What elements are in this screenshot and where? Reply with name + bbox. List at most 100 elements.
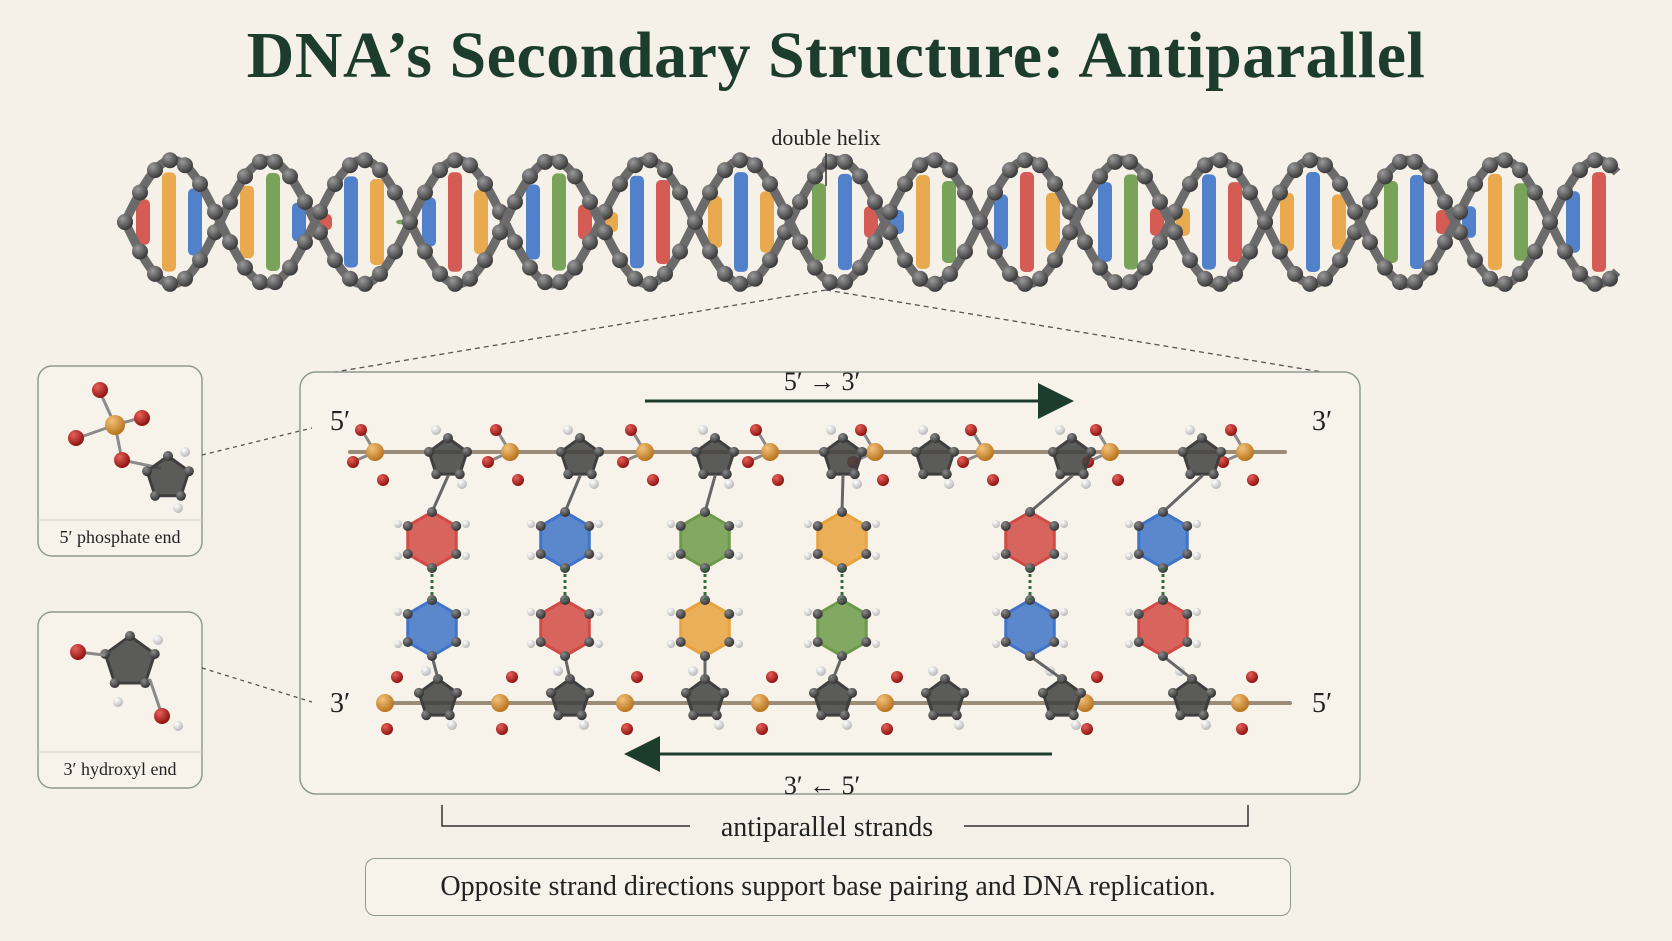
- ring-atom: [1055, 469, 1066, 480]
- helix-backbone-atom: [822, 274, 838, 291]
- helix-backbone-atom: [1227, 265, 1243, 282]
- ring-atom: [402, 549, 413, 559]
- ring-atom: [838, 433, 848, 443]
- summary-caption: Opposite strand directions support base …: [365, 858, 1291, 916]
- helix-base-pair: [1384, 181, 1398, 263]
- hydrogen-atom: [1125, 520, 1133, 528]
- hydrogen-atom: [714, 720, 724, 730]
- hydrogen-atom: [735, 640, 743, 648]
- helix-backbone-atom: [1302, 152, 1318, 169]
- helix-backbone-atom: [1587, 152, 1603, 169]
- hydrogen-atom: [667, 552, 675, 560]
- helix-backbone-atom: [252, 274, 268, 291]
- helix-backbone-atom: [1467, 175, 1483, 192]
- helix-backbone-atom: [417, 243, 433, 260]
- helix-base-pair: [1514, 183, 1528, 261]
- helix-backbone-atom: [837, 153, 853, 170]
- helix-backbone-atom: [1512, 162, 1528, 179]
- ring-atom: [1067, 433, 1077, 443]
- oxygen-atom: [891, 671, 903, 683]
- helix-base-pair: [344, 176, 358, 268]
- ring-atom: [951, 710, 962, 721]
- helix-base-pair: [1488, 173, 1502, 271]
- ring-atom: [1198, 710, 1209, 721]
- helix-backbone-atom: [1362, 193, 1378, 210]
- bottom-base-green: [816, 598, 868, 658]
- helix-backbone-atom: [567, 259, 583, 276]
- helix-base-pair: [1098, 182, 1112, 262]
- helix-backbone-atom: [522, 168, 538, 185]
- oxygen-atom: [355, 424, 367, 436]
- hydrogen-atom: [1185, 425, 1195, 435]
- helix-backbone-atom: [927, 275, 943, 292]
- ring-atom: [150, 490, 161, 501]
- helix-base-pair: [734, 172, 748, 272]
- hydrogen-atom: [589, 479, 599, 489]
- helix-backbone-atom: [1482, 157, 1498, 174]
- helix-backbone-atom: [477, 252, 493, 269]
- helix-backbone-atom: [1242, 243, 1258, 260]
- hydrogen-atom: [1125, 552, 1133, 560]
- helix-base-pair: [916, 175, 930, 269]
- ring-atom: [719, 687, 730, 698]
- helix-backbone-atom: [507, 193, 523, 210]
- helix-base-pair: [1280, 192, 1294, 252]
- helix-backbone-atom: [687, 214, 703, 230]
- ring-atom: [142, 466, 153, 477]
- ring-atom: [812, 549, 823, 559]
- hydrogen-atom: [872, 520, 880, 528]
- helix-backbone-atom: [1077, 234, 1093, 251]
- phosphate-atom: [501, 443, 519, 461]
- helix-backbone-atom: [582, 193, 598, 210]
- ring-atom: [163, 451, 173, 461]
- helix-backbone-atom: [1002, 162, 1018, 179]
- oxygen-atom: [756, 723, 768, 735]
- ring-atom: [700, 507, 710, 517]
- ring-atom: [584, 521, 595, 531]
- helix-backbone-atom: [537, 274, 553, 291]
- helix-base-pair: [448, 172, 462, 272]
- helix-backbone-atom: [762, 252, 778, 269]
- helix-backbone-atom: [312, 203, 328, 220]
- ring-atom: [535, 637, 546, 647]
- helix-backbone-atom: [1017, 152, 1033, 169]
- oxygen-atom: [742, 456, 754, 468]
- ring-atom: [812, 521, 823, 531]
- helix-backbone-atom: [1287, 265, 1303, 282]
- bond: [1028, 474, 1074, 514]
- helix-backbone-atom: [1407, 274, 1423, 291]
- hydrogen-atom: [1060, 520, 1068, 528]
- zoom-line-left: [334, 289, 827, 373]
- helix-backbone-atom: [1377, 168, 1393, 185]
- oxygen-atom: [877, 474, 889, 486]
- helix-backbone-atom: [1272, 243, 1288, 260]
- ring-atom: [812, 637, 823, 647]
- ring-atom: [710, 433, 720, 443]
- helix-backbone-atom: [1047, 175, 1063, 192]
- helix-backbone-atom: [192, 252, 208, 269]
- ring-atom: [861, 549, 872, 559]
- helix-backbone-atom: [1602, 157, 1618, 174]
- top-strand-direction-label: 5′ → 3′: [784, 367, 860, 396]
- helix-backbone-atom: [1152, 193, 1168, 210]
- helix-backbone-atom: [657, 162, 673, 179]
- oxygen-atom: [1236, 723, 1248, 735]
- helix-backbone-atom: [627, 157, 643, 174]
- ring-atom: [586, 469, 597, 480]
- helix-base-pair: [760, 191, 774, 253]
- helix-backbone-atom: [582, 234, 598, 251]
- bond: [563, 474, 582, 514]
- hydrogen-atom: [431, 425, 441, 435]
- helix-base-pair: [188, 188, 202, 256]
- helix-base-pair: [266, 173, 280, 271]
- helix-backbone-atom: [597, 224, 613, 241]
- sugar-ring: [103, 634, 157, 685]
- oxygen-atom: [347, 456, 359, 468]
- oxygen-atom: [490, 424, 502, 436]
- ring-atom: [1068, 710, 1079, 721]
- ring-atom: [1158, 507, 1168, 517]
- helix-backbone-atom: [642, 152, 658, 169]
- ring-atom: [1197, 433, 1207, 443]
- helix-backbone-atom: [867, 193, 883, 210]
- ring-atom: [724, 549, 735, 559]
